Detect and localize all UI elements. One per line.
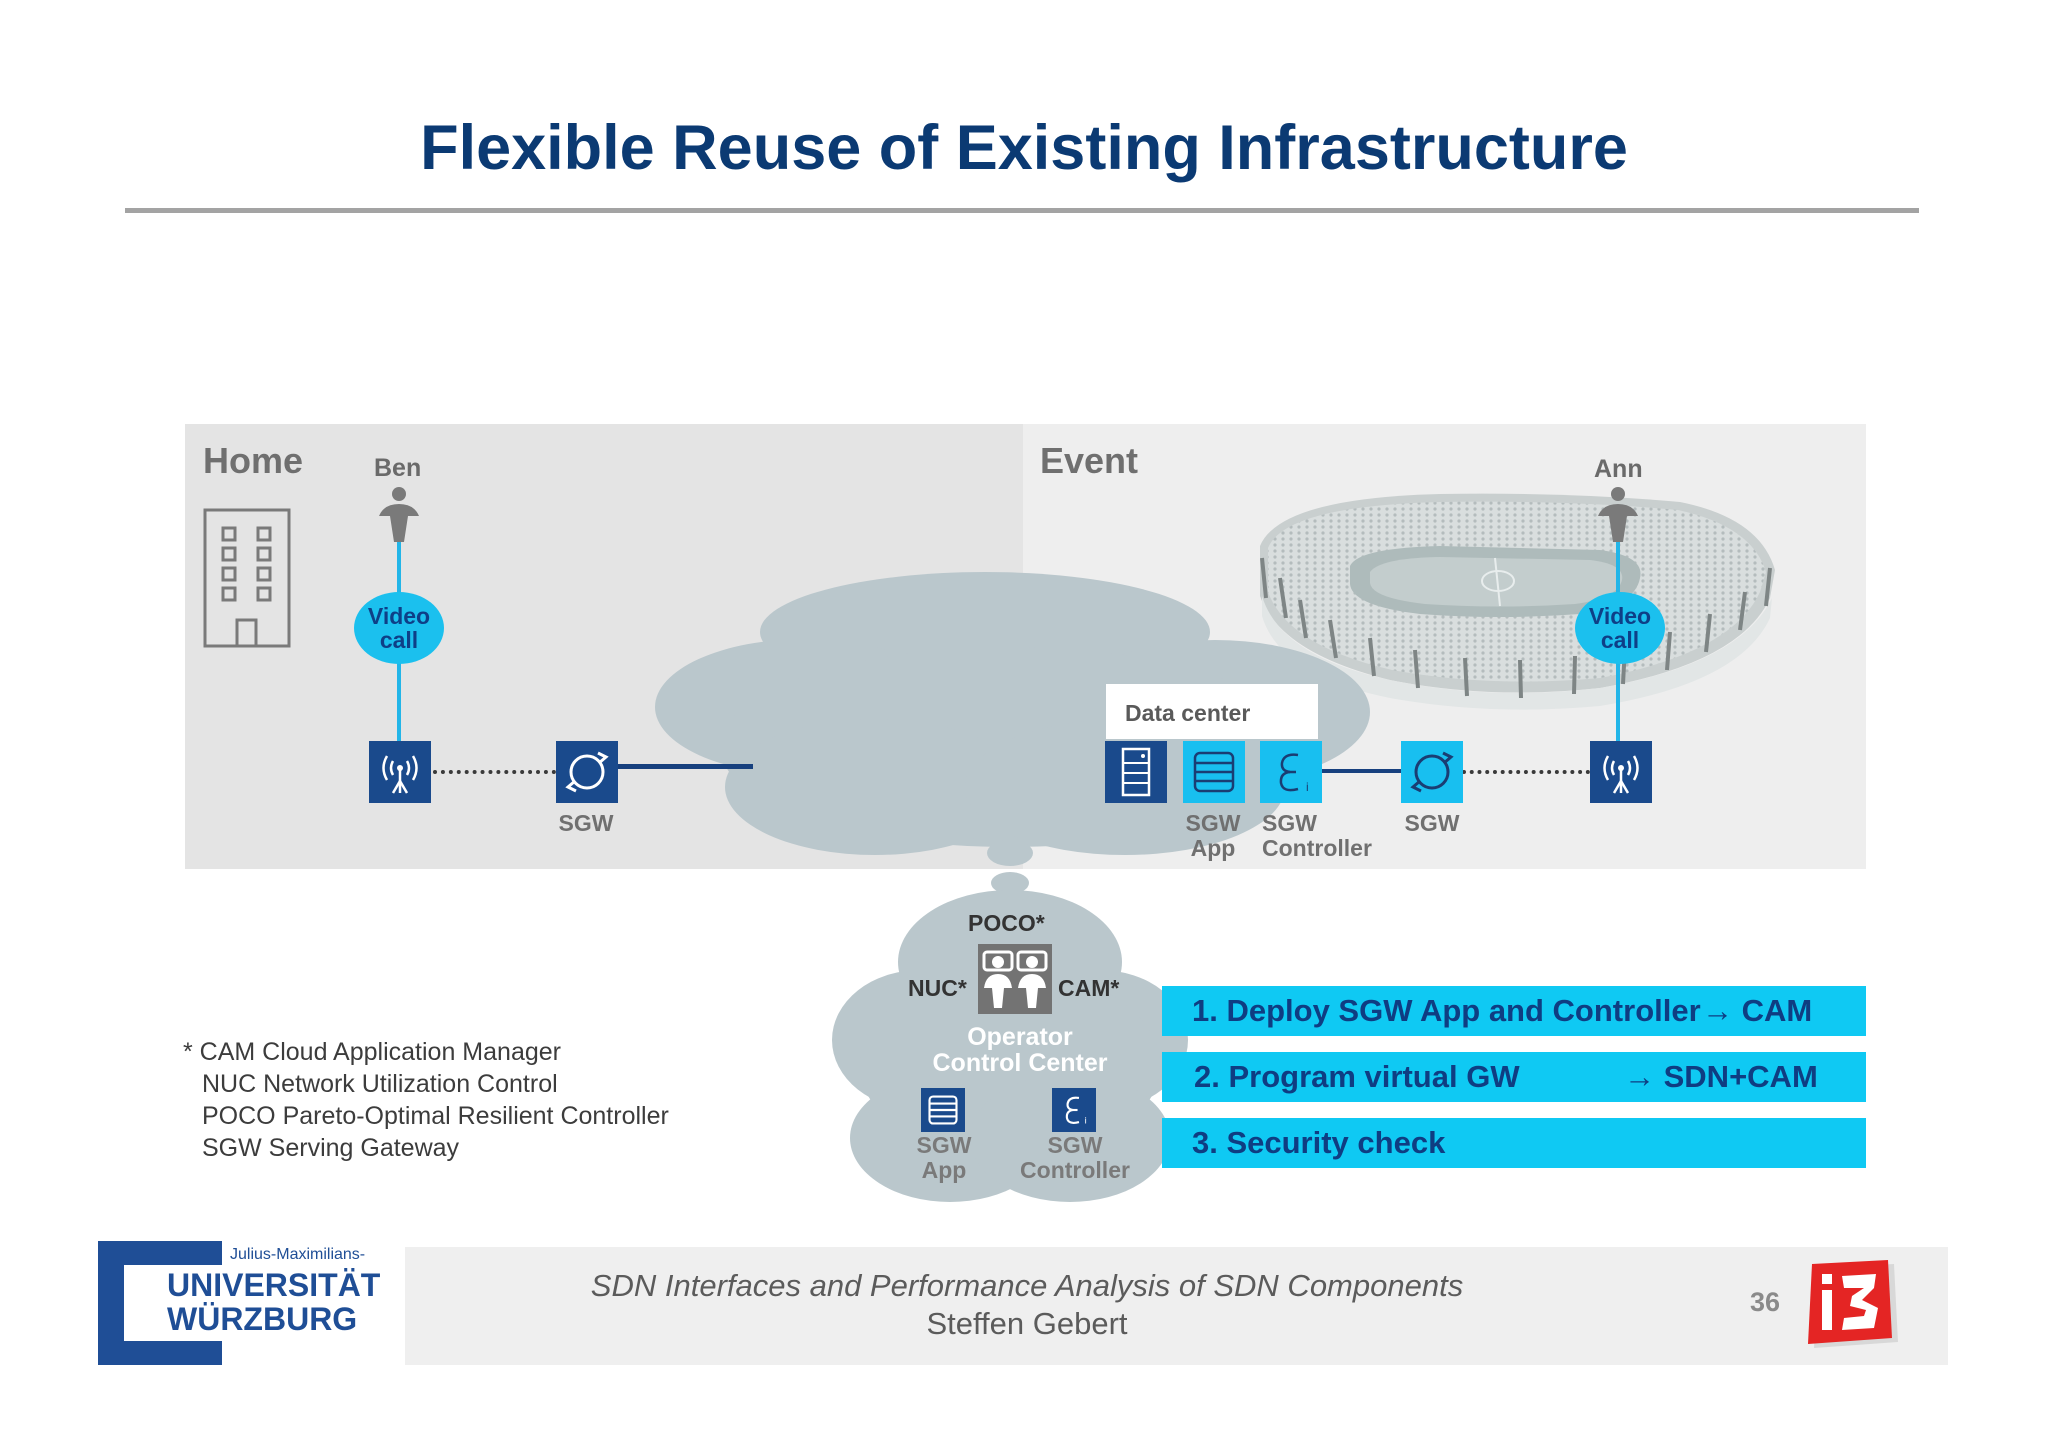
operators-icon [978, 944, 1052, 1014]
building-icon [203, 508, 291, 648]
university-logo-mark [98, 1241, 222, 1365]
thought-bubble-2 [991, 872, 1029, 894]
footnote-line: POCO Pareto-Optimal Resilient Controller [202, 1102, 669, 1130]
footer-author: Steffen Gebert [926, 1306, 1128, 1341]
footnote-line: SGW Serving Gateway [202, 1134, 460, 1162]
event-label: Event [1040, 440, 1139, 481]
data-center-label: Data center [1125, 700, 1251, 726]
university-name-small: Julius-Maximilians- [230, 1246, 366, 1263]
poco-label: POCO* [968, 910, 1045, 936]
person-icon [1598, 487, 1638, 542]
server-icon [1105, 741, 1167, 803]
slide-title: Flexible Reuse of Existing Infrastructur… [420, 113, 1628, 183]
page-number: 36 [1750, 1287, 1781, 1317]
controller-icon: i [1260, 741, 1322, 803]
ann-label: Ann [1594, 455, 1643, 483]
home-label: Home [203, 440, 304, 481]
dc-to-sgw-link [1319, 769, 1401, 773]
sgw-cycle-icon [556, 741, 618, 803]
svg-text:i: i [1306, 780, 1309, 794]
step-3: 3. Security check [1162, 1118, 1866, 1168]
sgw-home-label: SGW [558, 810, 614, 836]
nuc-label: NUC* [908, 975, 967, 1001]
step-2: 2. Program virtual GW → SDN+CAM [1162, 1052, 1866, 1102]
antenna-icon [1590, 741, 1652, 803]
footer-band [405, 1247, 1948, 1365]
app-list-icon [1183, 741, 1245, 803]
svg-text:i: i [1085, 1115, 1087, 1125]
ben-label: Ben [374, 454, 422, 482]
footnote-line: * CAM Cloud Application Manager [183, 1038, 561, 1066]
person-icon [379, 487, 419, 542]
thought-bubble-1 [987, 840, 1033, 866]
abbreviation-list: * CAM Cloud Application Manager NUC Netw… [183, 1036, 669, 1164]
controller-icon: i [1052, 1088, 1096, 1132]
i3-logo [1808, 1260, 1898, 1348]
app-list-icon [921, 1088, 965, 1132]
footer-title: SDN Interfaces and Performance Analysis … [590, 1268, 1464, 1303]
sgw-cycle-icon [1401, 741, 1463, 803]
step-1: 1. Deploy SGW App and Controller → CAM [1162, 986, 1866, 1036]
event-dotted-link [1462, 770, 1590, 774]
footnote-line: NUC Network Utilization Control [202, 1070, 558, 1098]
data-center-box [1106, 684, 1318, 739]
antenna-icon [369, 741, 431, 803]
home-dotted-link [433, 770, 556, 774]
sgw-to-cloud-link [618, 764, 753, 769]
sgw-event-label: SGW [1404, 810, 1460, 836]
title-divider [125, 208, 1919, 213]
cam-label: CAM* [1058, 975, 1120, 1001]
